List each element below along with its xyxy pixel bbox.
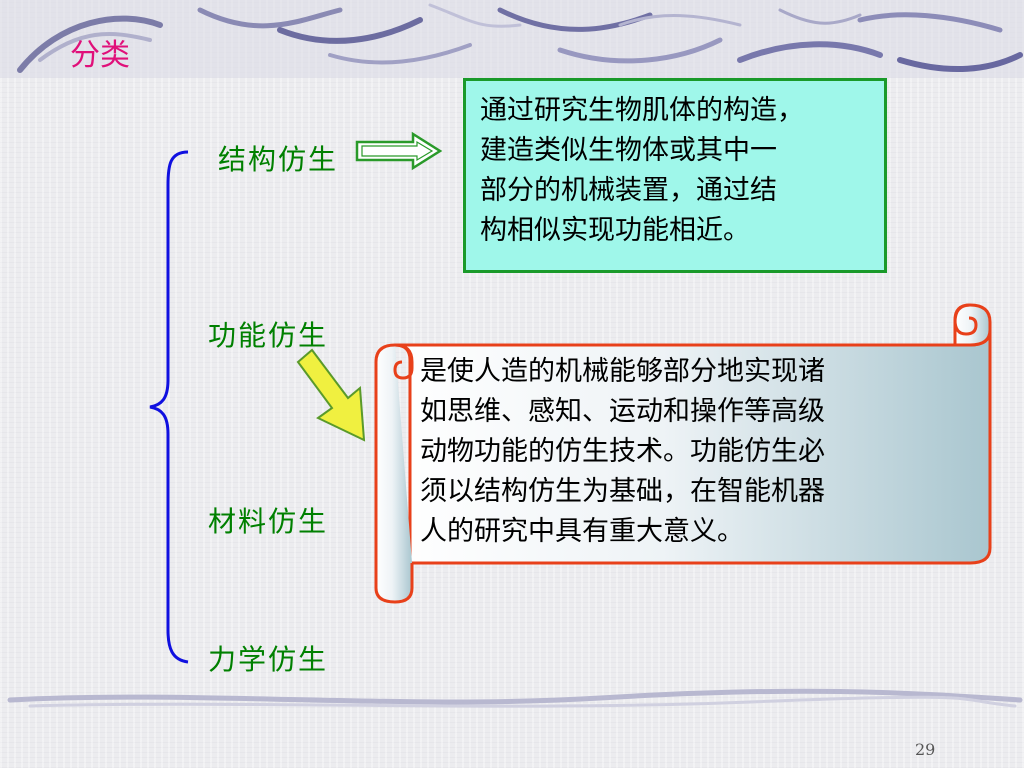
description-line: 须以结构仿生为基础，在智能机器 [420,476,825,507]
description-line: 建造类似生物体或其中一 [480,135,777,166]
category-functional: 功能仿生 [208,319,329,352]
description-line: 动物功能的仿生技术。功能仿生必 [420,436,825,467]
slide-title: 分类 [70,38,130,73]
category-material: 材料仿生 [208,505,329,538]
description-line: 是使人造的机械能够部分地实现诸 [420,356,825,387]
page-number: 29 [915,740,936,759]
top-swirl-decoration [0,0,1024,78]
scroll-banner [374,303,992,604]
bottom-line-decoration [7,688,1023,708]
category-structural: 结构仿生 [218,143,339,176]
functional-description: 是使人造的机械能够部分地实现诸 如思维、感知、运动和操作等高级 动物功能的仿生技… [420,352,945,552]
description-line: 通过研究生物肌体的构造， [480,95,804,126]
description-line: 部分的机械装置，通过结 [480,175,777,206]
down-right-arrow-icon [296,348,366,442]
category-mechanical: 力学仿生 [208,643,329,676]
description-line: 人的研究中具有重大意义。 [420,516,744,547]
structural-description-box: 通过研究生物肌体的构造， 建造类似生物体或其中一 部分的机械装置，通过结 构相似… [463,78,887,273]
description-line: 构相似实现功能相近。 [480,215,750,246]
right-arrow-icon [355,131,443,171]
description-line: 如思维、感知、运动和操作等高级 [420,396,825,427]
grouping-brace [149,150,189,664]
